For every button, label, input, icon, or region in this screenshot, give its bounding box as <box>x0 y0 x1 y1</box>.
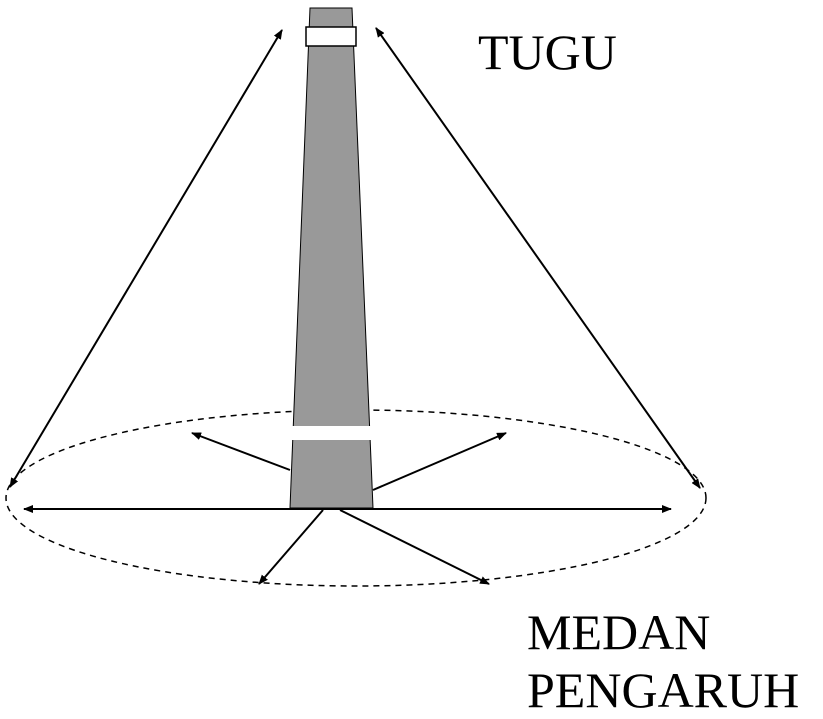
radial-arrow-lower-right <box>339 509 490 585</box>
radial-arrow-upper-left <box>191 432 291 471</box>
cone-right-arrow <box>375 27 701 489</box>
radial-arrow-upper-right <box>372 432 507 491</box>
tower-top-band <box>305 26 357 47</box>
radial-arrow-lower-left <box>258 509 324 585</box>
tower-lower-gap <box>286 426 378 440</box>
field-label-line-2: PENGARUH <box>527 662 800 718</box>
cone-left-arrow <box>9 29 283 488</box>
tower-label: TUGU <box>478 24 617 80</box>
field-label-line-1: MEDAN <box>527 604 711 660</box>
